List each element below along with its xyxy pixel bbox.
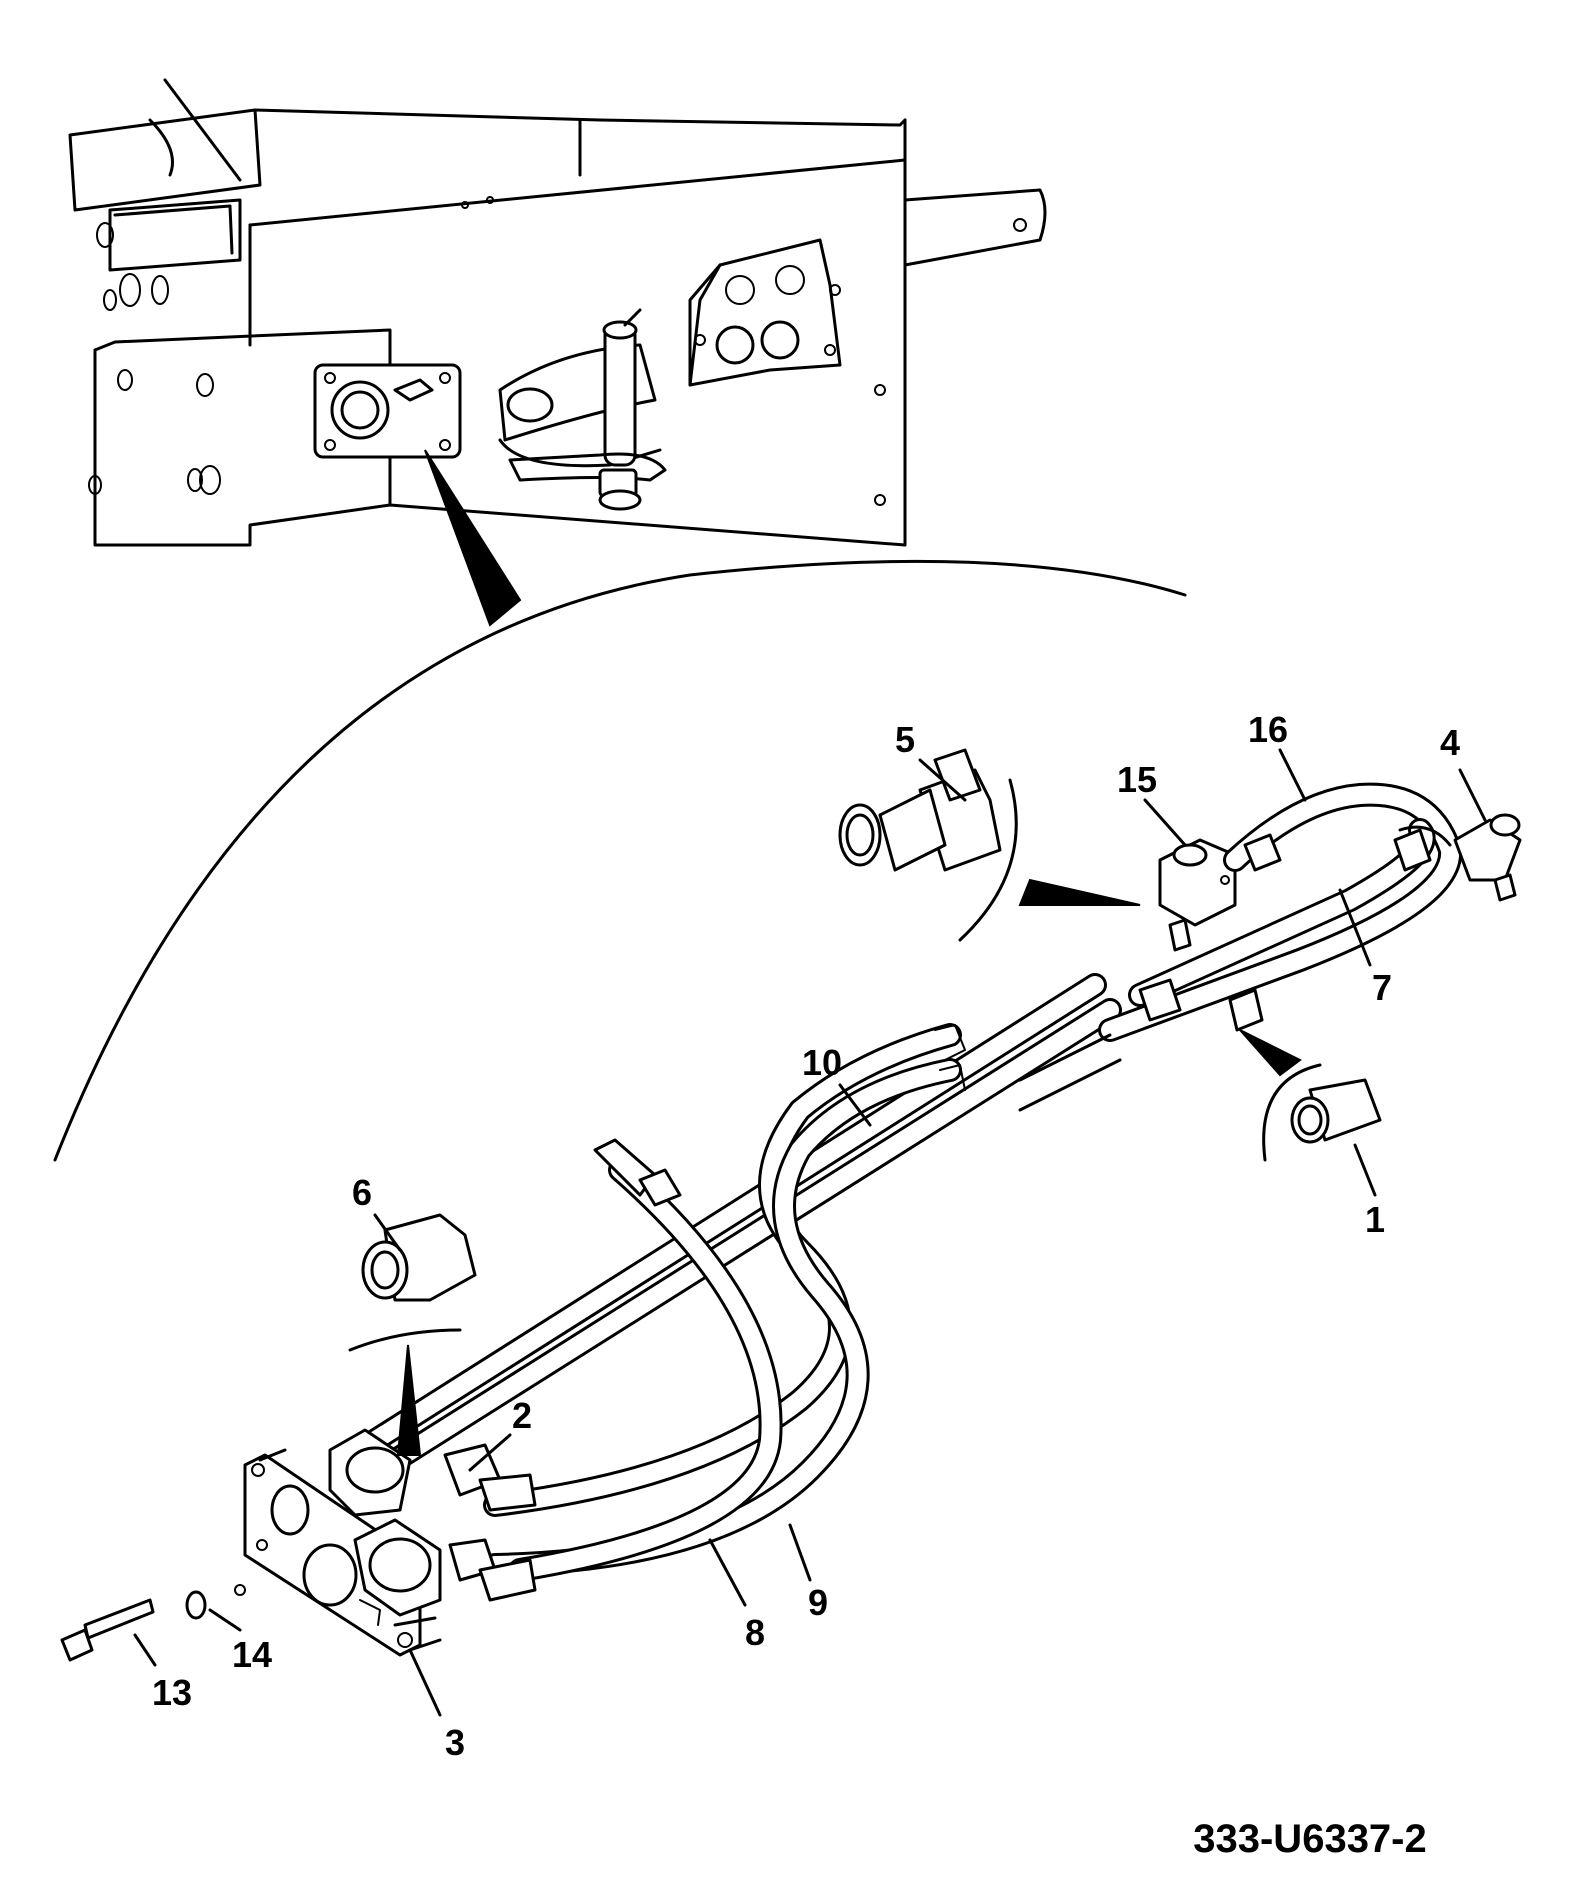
dust-cap-detail [348, 1213, 477, 1352]
bolt [60, 1584, 246, 1662]
washer [185, 1590, 207, 1620]
drawing-reference-code: 333-U6337-2 [1193, 1817, 1427, 1861]
leader-lines [133, 748, 1487, 1717]
valve-block [1158, 838, 1237, 952]
hose-swivel-nut [593, 1138, 682, 1207]
callout-9: 9 [808, 1582, 828, 1623]
detail-boundary-arc [53, 559, 1187, 1162]
detail-pointer [1018, 878, 1141, 906]
chassis-rear-frame [68, 78, 1047, 627]
callout-3: 3 [445, 1722, 465, 1763]
coupler-assembly [243, 1428, 537, 1657]
tow-hitch [498, 308, 667, 511]
callout-4: 4 [1440, 722, 1460, 763]
frame-socket-plate [313, 363, 462, 459]
elbow-fitting-detail [838, 748, 1018, 942]
callout-2: 2 [512, 1395, 532, 1436]
callout-10: 10 [802, 1042, 842, 1083]
hydraulic-coupler-bracket [688, 238, 842, 387]
callout-16: 16 [1248, 709, 1288, 750]
tee-fitting [1398, 813, 1522, 902]
callout-15: 15 [1117, 759, 1157, 800]
callout-5: 5 [895, 719, 915, 760]
hydraulic-hoses [348, 973, 1122, 1582]
adapter-fitting-detail [1262, 1063, 1382, 1162]
callout-14: 14 [232, 1634, 272, 1675]
detail-pointer [424, 449, 522, 627]
detail-pointer [396, 1344, 422, 1456]
callout-13: 13 [152, 1672, 192, 1713]
callout-1: 1 [1365, 1199, 1385, 1240]
hose-assembly-upper [1018, 782, 1463, 1112]
callout-8: 8 [745, 1612, 765, 1653]
detail-pointer [1239, 1029, 1302, 1077]
callout-7: 7 [1372, 967, 1392, 1008]
callout-6: 6 [352, 1172, 372, 1213]
